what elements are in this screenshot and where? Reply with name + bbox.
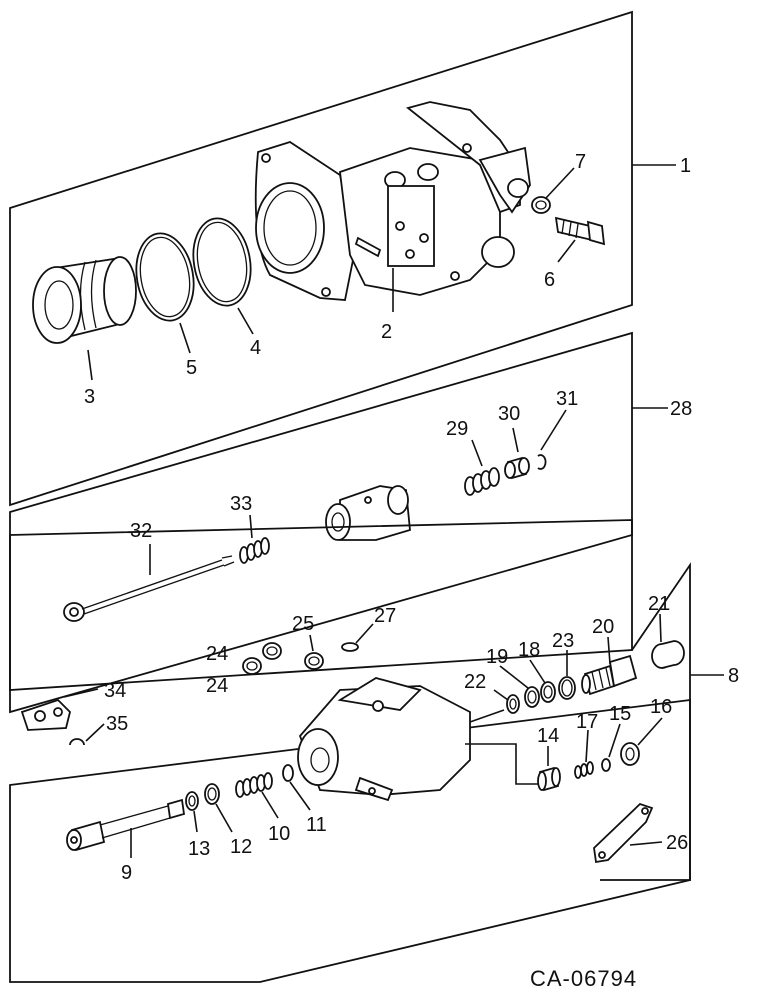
callout-27: 27 [374,605,396,627]
panel-control-rod [9,514,633,691]
bracket-part-26 [593,802,654,864]
callout-2: 2 [381,321,392,343]
plug-part-30 [504,456,530,480]
callout-10: 10 [268,823,290,845]
snap-ring-part-31 [537,454,547,470]
callout-15: 15 [609,703,631,725]
snap-ring-part-15 [601,758,611,772]
sleeve-part-14 [537,766,561,792]
control-valve-body [297,677,471,802]
panel-1-housing-assembly [9,10,676,507]
callout-21: 21 [648,593,670,615]
callout-labels: 1 2 3 4 5 6 7 8 9 10 11 12 13 14 15 16 1… [84,151,739,884]
relief-valve-body [325,485,411,541]
spring-part-10 [235,772,273,798]
nut-part-16 [620,742,640,766]
callout-11: 11 [306,814,327,836]
callout-31: 31 [556,388,578,410]
callout-1: 1 [680,155,691,177]
ring-part-4 [192,217,252,307]
callout-16: 16 [650,696,672,718]
cylinder-sleeve-part-3 [32,256,137,344]
clip-part-35 [69,738,85,746]
callout-14: 14 [537,725,559,747]
washer-part-24-lower [242,657,262,675]
callout-8: 8 [728,665,739,687]
callout-35: 35 [106,713,128,735]
panel-1-outline [9,10,633,507]
ring-part-11 [282,764,294,782]
callout-7: 7 [575,151,586,173]
washer-part-18 [540,681,556,703]
figure-code: CA-06794 [530,966,637,991]
o-ring-part-27 [341,642,359,652]
callout-29: 29 [446,418,468,440]
spring-part-29 [464,467,500,496]
callout-32: 32 [130,520,152,542]
callout-17: 17 [576,711,598,733]
callout-20: 20 [592,616,614,638]
callout-25: 25 [292,613,314,635]
callout-5: 5 [186,357,197,379]
washer-part-24-upper [262,642,282,660]
callout-9: 9 [121,862,132,884]
washer-part-7 [531,196,551,214]
callout-6: 6 [544,269,555,291]
callout-24-lower: 24 [206,675,228,697]
spring-part-17 [574,761,594,779]
callout-13: 13 [188,838,210,860]
callout-12: 12 [230,836,252,858]
washer-part-13 [185,791,199,811]
callout-26: 26 [666,832,688,854]
spring-part-33 [239,537,270,564]
washer-part-12 [204,783,220,805]
lever-part-34 [20,698,71,731]
callout-24-upper: 24 [206,643,228,665]
callout-30: 30 [498,403,520,425]
rod-part-32 [63,555,235,622]
valve-housing-part-2 [254,101,531,301]
callout-33: 33 [230,493,252,515]
ring-part-25 [304,652,324,670]
fitting-part-6 [554,216,606,246]
callout-3: 3 [84,386,95,408]
valve-plug-part-20 [581,654,638,696]
callout-18: 18 [518,639,540,661]
spool-part-9 [66,798,186,852]
o-ring-part-5 [135,232,195,322]
callout-28: 28 [670,398,692,420]
o-ring-part-22 [506,694,520,714]
callout-22: 22 [464,671,486,693]
callout-19: 19 [486,646,508,668]
callout-4: 4 [250,337,261,359]
cap-nut-part-21 [651,640,685,669]
panel-8-control-valve [9,562,724,983]
callout-34: 34 [104,680,126,702]
callout-23: 23 [552,630,574,652]
ring-part-19 [524,686,540,708]
panel-8-lower-outline [9,698,691,983]
